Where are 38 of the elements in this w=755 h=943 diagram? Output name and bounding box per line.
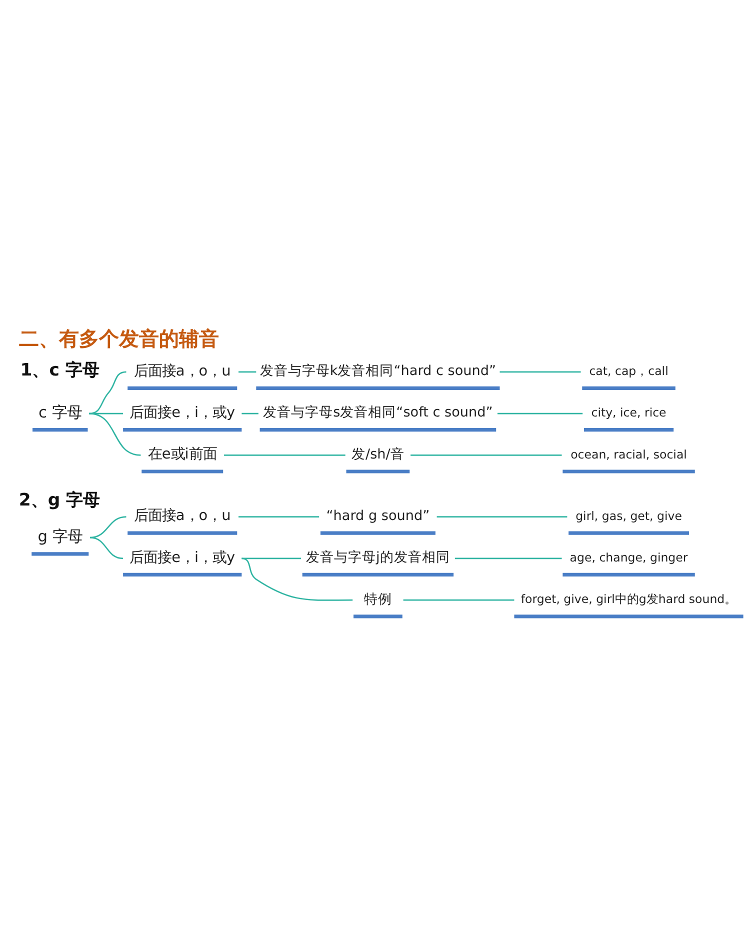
node-text: 在e或i前面 <box>148 446 217 463</box>
connector <box>403 599 514 601</box>
node-text: 后面接e，i，或y <box>130 550 236 566</box>
node-text: age, change, ginger <box>570 550 688 565</box>
connector <box>410 454 562 456</box>
node-text: 发音与字母k发音相同“hard c sound” <box>260 363 496 380</box>
node-text: 发音与字母j的发音相同 <box>306 550 450 566</box>
node-text: 发音与字母s发音相同“soft c sound” <box>263 404 493 421</box>
connector <box>454 558 562 560</box>
label: 2、g 字母 <box>18 490 100 511</box>
node-text: 后面接a，o，u <box>134 508 231 524</box>
label: 1、c 字母 <box>20 360 100 380</box>
node-text: girl, gas, get, give <box>576 508 682 523</box>
node-text: city, ice, rice <box>591 406 666 420</box>
connector <box>238 516 320 518</box>
node-text: cat, cap，call <box>589 364 668 378</box>
node-text: “hard g sound” <box>326 508 430 524</box>
connector <box>90 516 126 538</box>
connector <box>89 371 126 414</box>
node-text: 后面接e，i，或y <box>130 404 236 421</box>
connector <box>242 558 353 601</box>
connector <box>90 536 124 560</box>
node-text: forget, give, girl中的g发hard sound。 <box>520 592 737 606</box>
node-text: g 字母 <box>38 527 82 546</box>
node-text: c 字母 <box>38 403 82 422</box>
node-text: 特例 <box>364 591 392 608</box>
connector <box>224 454 346 456</box>
connector <box>436 516 568 518</box>
diagram-title: 二、有多个发音的辅音 <box>18 327 219 350</box>
connector <box>238 371 256 373</box>
connector <box>242 558 301 560</box>
node-text: 发/sh/音 <box>352 446 404 462</box>
node-text: ocean, racial, social <box>570 447 687 462</box>
connector <box>89 412 141 456</box>
connector <box>500 371 581 373</box>
connector <box>497 412 583 414</box>
node-text: 后面接a，o，u <box>134 363 231 380</box>
connector <box>242 412 258 414</box>
